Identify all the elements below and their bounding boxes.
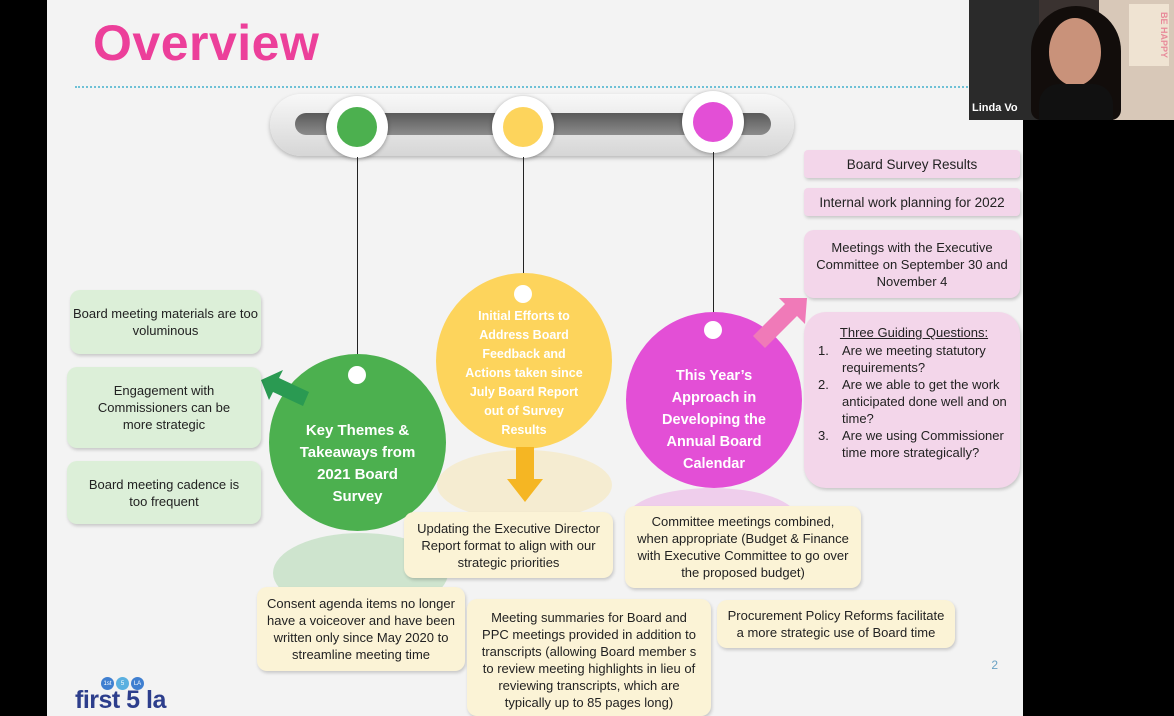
- logo-bubbles: 1st 5 LA: [101, 677, 144, 690]
- logo-bubble: 1st: [101, 677, 114, 690]
- question-number: 3.: [818, 428, 829, 443]
- green-arrow-icon: [261, 370, 309, 406]
- question-number: 1.: [818, 343, 829, 358]
- yellow-box-committee: Committee meetings combined, when approp…: [625, 506, 861, 588]
- green-dot: [337, 107, 377, 147]
- questions-title: Three Guiding Questions:: [839, 325, 989, 340]
- hanging-line-2: [523, 157, 524, 285]
- pink-box-planning: Internal work planning for 2022: [804, 188, 1020, 216]
- green-box-materials: Board meeting materials are too volumino…: [70, 290, 261, 354]
- question-item: 3. Are we using Commissioner time more st…: [818, 427, 1010, 461]
- timeline-knob-1: [326, 96, 388, 158]
- pink-box-survey-text: Board Survey Results: [846, 156, 978, 172]
- yellow-box-consent-text: Consent agenda items no longer have a vo…: [267, 596, 455, 662]
- yellow-box-committee-text: Committee meetings combined, when approp…: [637, 514, 849, 580]
- yellow-box-summaries-text: Meeting summaries for Board and PPC meet…: [481, 609, 697, 710]
- pink-box-meetings: Meetings with the Executive Committee on…: [804, 230, 1020, 298]
- logo-text: first 5 la: [75, 686, 166, 714]
- key-themes-label: Key Themes & Takeaways from 2021 Board S…: [299, 421, 416, 505]
- logo-bubble: LA: [131, 677, 144, 690]
- question-text: Are we able to get the work anticipated …: [842, 377, 1007, 426]
- pink-box-survey: Board Survey Results: [804, 150, 1020, 178]
- yellow-box-ed-report-text: Updating the Executive Director Report f…: [417, 520, 600, 570]
- circle-hole-2: [514, 285, 532, 303]
- yellow-box-procurement-text: Procurement Policy Reforms facilitate a …: [727, 608, 945, 640]
- question-text: Are we meeting statutory requirements?: [842, 343, 986, 375]
- circle-hole-3: [704, 321, 722, 339]
- logo-bubble: 5: [116, 677, 129, 690]
- green-box-materials-text: Board meeting materials are too volumino…: [73, 306, 258, 338]
- yellow-box-summaries: Meeting summaries for Board and PPC meet…: [467, 599, 711, 716]
- participant-face: [1049, 18, 1101, 86]
- question-item: 2. Are we able to get the work anticipate…: [818, 376, 1010, 427]
- question-item: 1. Are we meeting statutory requirements?: [818, 342, 1010, 376]
- pink-box-planning-text: Internal work planning for 2022: [819, 194, 1005, 210]
- timeline-knob-2: [492, 96, 554, 158]
- hanging-line-1: [357, 157, 358, 369]
- green-box-cadence-text: Board meeting cadence is too frequent: [88, 476, 240, 509]
- webcam-video-tile[interactable]: BE HAPPY Linda Vo: [969, 0, 1174, 120]
- webcam-background-left: [969, 0, 1039, 120]
- yellow-arrow-icon: [507, 447, 543, 502]
- hanging-line-3: [713, 152, 714, 320]
- pink-box-questions: Three Guiding Questions: 1. Are we meetin…: [804, 312, 1020, 488]
- yellow-box-ed-report: Updating the Executive Director Report f…: [404, 512, 613, 578]
- initial-efforts-label: Initial Efforts to Address Board Feedbac…: [465, 308, 583, 437]
- pink-box-meetings-text: Meetings with the Executive Committee on…: [816, 239, 1008, 289]
- wall-poster: BE HAPPY: [1129, 4, 1169, 66]
- annual-calendar-label: This Year’s Approach in Developing the A…: [662, 368, 766, 472]
- dotted-divider: [75, 86, 1015, 88]
- yellow-dot: [503, 107, 543, 147]
- pink-arrow-icon: [753, 298, 807, 348]
- presentation-slide: Overview Key Themes & Takeaways from 202…: [47, 0, 1023, 716]
- question-number: 2.: [818, 377, 829, 392]
- participant-body: [1039, 84, 1113, 120]
- timeline-knob-3: [682, 91, 744, 153]
- circle-hole-1: [348, 366, 366, 384]
- slide-title: Overview: [93, 15, 320, 71]
- first5la-logo: 1st 5 LA first 5 la: [75, 676, 195, 716]
- annual-calendar-circle: This Year’s Approach in Developing the A…: [626, 312, 802, 488]
- green-box-engagement-text: Engagement with Commissioners can be mor…: [97, 383, 231, 432]
- green-box-engagement: Engagement with Commissioners can be mor…: [67, 367, 261, 448]
- question-text: Are we using Commissioner time more stra…: [842, 428, 1004, 460]
- green-box-cadence: Board meeting cadence is too frequent: [67, 461, 261, 524]
- page-number: 2: [991, 658, 998, 672]
- yellow-box-consent: Consent agenda items no longer have a vo…: [257, 587, 465, 671]
- magenta-dot: [693, 102, 733, 142]
- yellow-box-procurement: Procurement Policy Reforms facilitate a …: [717, 600, 955, 648]
- participant-name: Linda Vo: [972, 102, 1018, 114]
